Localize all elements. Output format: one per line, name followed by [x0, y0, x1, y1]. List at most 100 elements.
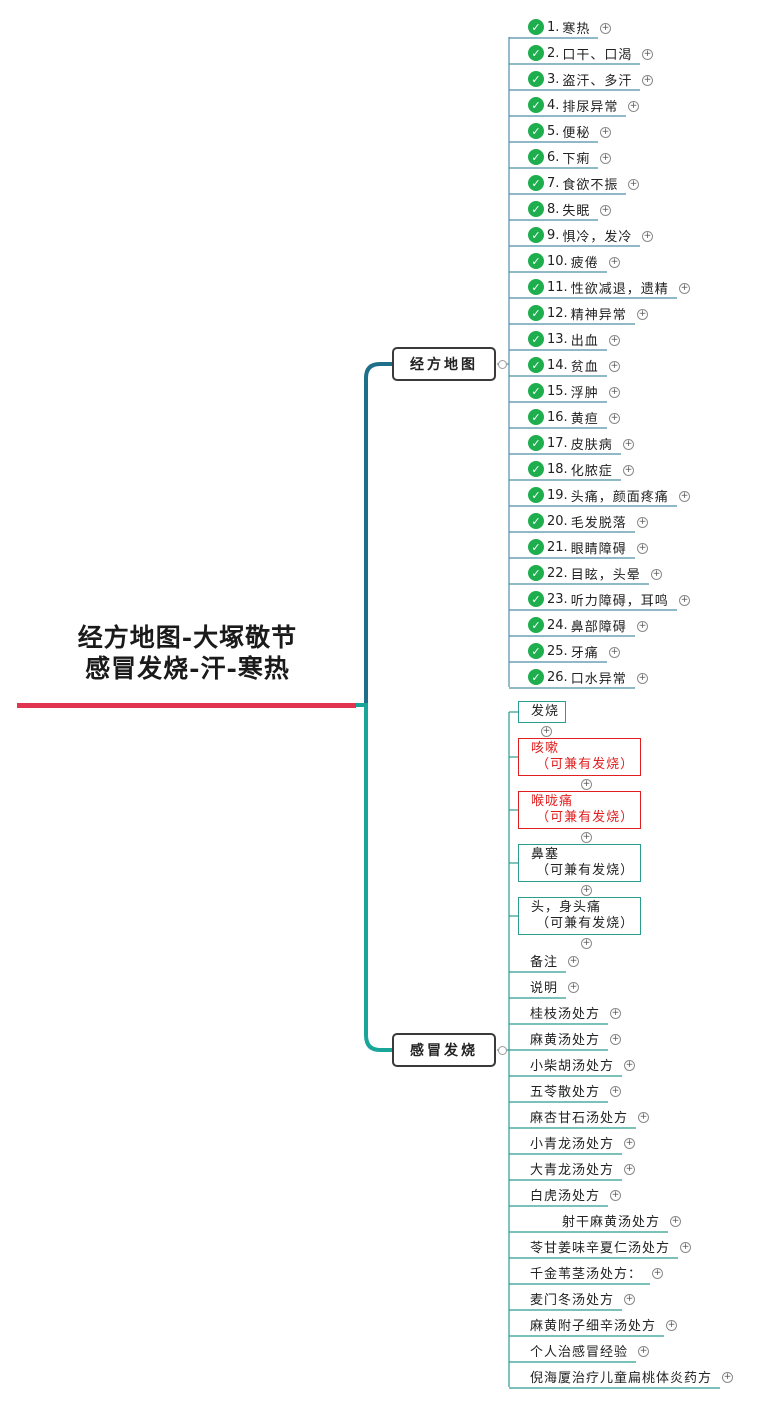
expand-plus-icon[interactable]: +	[609, 361, 620, 372]
expand-plus-icon[interactable]: +	[600, 153, 611, 164]
jingfang-topic[interactable]: ✓8.失眠	[528, 199, 590, 219]
expand-plus-icon[interactable]: +	[638, 1346, 649, 1357]
expand-plus-icon[interactable]: +	[642, 49, 653, 60]
expand-plus-icon[interactable]: +	[581, 832, 592, 843]
expand-plus-icon[interactable]: +	[642, 231, 653, 242]
expand-plus-icon[interactable]: +	[637, 673, 648, 684]
ganmao-topic[interactable]: 麦门冬汤处方	[530, 1288, 614, 1308]
branch-ganmao-fashao[interactable]: 感冒发烧	[392, 1033, 496, 1067]
jingfang-topic[interactable]: ✓15.浮肿	[528, 381, 599, 401]
ganmao-topic[interactable]: 说明	[530, 976, 558, 996]
ganmao-topic[interactable]: 苓甘姜味辛夏仁汤处方	[530, 1236, 670, 1256]
expand-plus-icon[interactable]: +	[609, 335, 620, 346]
expand-plus-icon[interactable]: +	[666, 1320, 677, 1331]
expand-plus-icon[interactable]: +	[628, 179, 639, 190]
jingfang-topic[interactable]: ✓22.目眩，头晕	[528, 563, 641, 583]
expand-plus-icon[interactable]: +	[679, 491, 690, 502]
ganmao-topic[interactable]: 千金苇茎汤处方：	[530, 1262, 642, 1282]
expand-plus-icon[interactable]: +	[600, 23, 611, 34]
jingfang-topic[interactable]: ✓11.性欲减退，遗精	[528, 277, 669, 297]
ganmao-box-topic[interactable]: 鼻塞 （可兼有发烧）	[518, 844, 642, 882]
expand-plus-icon[interactable]: +	[609, 387, 620, 398]
jingfang-topic[interactable]: ✓5.便秘	[528, 121, 590, 141]
jingfang-topic[interactable]: ✓7.食欲不振	[528, 173, 618, 193]
jingfang-topic[interactable]: ✓3.盗汗、多汗	[528, 69, 632, 89]
jingfang-topic[interactable]: ✓16.黄疸	[528, 407, 599, 427]
expand-plus-icon[interactable]: +	[610, 1190, 621, 1201]
expand-plus-icon[interactable]: +	[610, 1008, 621, 1019]
expand-plus-icon[interactable]: +	[610, 1086, 621, 1097]
expand-plus-icon[interactable]: +	[637, 309, 648, 320]
expand-plus-icon[interactable]: +	[609, 257, 620, 268]
jingfang-topic[interactable]: ✓25.牙痛	[528, 641, 599, 661]
collapse-dot-icon[interactable]	[498, 1046, 507, 1055]
jingfang-topic[interactable]: ✓4.排尿异常	[528, 95, 618, 115]
expand-plus-icon[interactable]: +	[637, 543, 648, 554]
expand-plus-icon[interactable]: +	[628, 101, 639, 112]
ganmao-box-topic[interactable]: 头，身头痛 （可兼有发烧）	[518, 897, 642, 935]
jingfang-topic[interactable]: ✓2.口干、口渴	[528, 43, 632, 63]
expand-plus-icon[interactable]: +	[679, 595, 690, 606]
expand-plus-icon[interactable]: +	[568, 982, 579, 993]
expand-plus-icon[interactable]: +	[568, 956, 579, 967]
ganmao-topic[interactable]: 五苓散处方	[530, 1080, 600, 1100]
expand-plus-icon[interactable]: +	[541, 726, 552, 737]
expand-plus-icon[interactable]: +	[722, 1372, 733, 1383]
jingfang-topic[interactable]: ✓6.下痢	[528, 147, 590, 167]
expand-plus-icon[interactable]: +	[638, 1112, 649, 1123]
jingfang-topic[interactable]: ✓14.贫血	[528, 355, 599, 375]
jingfang-topic[interactable]: ✓21.眼睛障碍	[528, 537, 627, 557]
jingfang-topic[interactable]: ✓26.口水异常	[528, 667, 627, 687]
ganmao-topic[interactable]: 麻杏甘石汤处方	[530, 1106, 628, 1126]
ganmao-box-topic[interactable]: 咳嗽 （可兼有发烧）	[518, 738, 642, 776]
expand-plus-icon[interactable]: +	[670, 1216, 681, 1227]
jingfang-topic[interactable]: ✓20.毛发脱落	[528, 511, 627, 531]
ganmao-topic[interactable]: 小青龙汤处方	[530, 1132, 614, 1152]
expand-plus-icon[interactable]: +	[680, 1242, 691, 1253]
jingfang-topic[interactable]: ✓1.寒热	[528, 17, 590, 37]
expand-plus-icon[interactable]: +	[637, 517, 648, 528]
jingfang-topic[interactable]: ✓13.出血	[528, 329, 599, 349]
expand-plus-icon[interactable]: +	[600, 205, 611, 216]
jingfang-topic[interactable]: ✓12.精神异常	[528, 303, 627, 323]
expand-plus-icon[interactable]: +	[624, 1060, 635, 1071]
jingfang-topic[interactable]: ✓18.化脓症	[528, 459, 613, 479]
collapse-dot-icon[interactable]	[498, 360, 507, 369]
ganmao-topic[interactable]: 桂枝汤处方	[530, 1002, 600, 1022]
expand-plus-icon[interactable]: +	[609, 647, 620, 658]
expand-plus-icon[interactable]: +	[581, 938, 592, 949]
expand-plus-icon[interactable]: +	[581, 885, 592, 896]
expand-plus-icon[interactable]: +	[581, 779, 592, 790]
jingfang-topic[interactable]: ✓19.头痛，颜面疼痛	[528, 485, 669, 505]
ganmao-topic[interactable]: 大青龙汤处方	[530, 1158, 614, 1178]
ganmao-box-topic[interactable]: 发烧	[518, 701, 567, 723]
ganmao-topic[interactable]: 备注	[530, 950, 558, 970]
branch-jingfang-map[interactable]: 经方地图	[392, 347, 496, 381]
expand-plus-icon[interactable]: +	[623, 465, 634, 476]
ganmao-box-topic[interactable]: 喉咙痛 （可兼有发烧）	[518, 791, 642, 829]
expand-plus-icon[interactable]: +	[652, 1268, 663, 1279]
expand-plus-icon[interactable]: +	[679, 283, 690, 294]
expand-plus-icon[interactable]: +	[624, 1138, 635, 1149]
ganmao-topic[interactable]: 射干麻黄汤处方	[562, 1210, 660, 1230]
ganmao-topic[interactable]: 麻黄汤处方	[530, 1028, 600, 1048]
expand-plus-icon[interactable]: +	[609, 413, 620, 424]
jingfang-topic[interactable]: ✓9.惧冷，发冷	[528, 225, 632, 245]
expand-plus-icon[interactable]: +	[624, 1294, 635, 1305]
expand-plus-icon[interactable]: +	[610, 1034, 621, 1045]
expand-plus-icon[interactable]: +	[624, 1164, 635, 1175]
jingfang-topic[interactable]: ✓23.听力障碍，耳鸣	[528, 589, 669, 609]
ganmao-topic[interactable]: 个人治感冒经验	[530, 1340, 628, 1360]
expand-plus-icon[interactable]: +	[651, 569, 662, 580]
expand-plus-icon[interactable]: +	[600, 127, 611, 138]
jingfang-topic[interactable]: ✓24.鼻部障碍	[528, 615, 627, 635]
jingfang-topic[interactable]: ✓17.皮肤病	[528, 433, 613, 453]
root-topic[interactable]: 经方地图-大塚敬节 感冒发烧-汗-寒热	[20, 622, 355, 684]
expand-plus-icon[interactable]: +	[637, 621, 648, 632]
ganmao-topic[interactable]: 小柴胡汤处方	[530, 1054, 614, 1074]
expand-plus-icon[interactable]: +	[623, 439, 634, 450]
expand-plus-icon[interactable]: +	[642, 75, 653, 86]
ganmao-topic[interactable]: 白虎汤处方	[530, 1184, 600, 1204]
ganmao-topic[interactable]: 麻黄附子细辛汤处方	[530, 1314, 656, 1334]
jingfang-topic[interactable]: ✓10.疲倦	[528, 251, 599, 271]
